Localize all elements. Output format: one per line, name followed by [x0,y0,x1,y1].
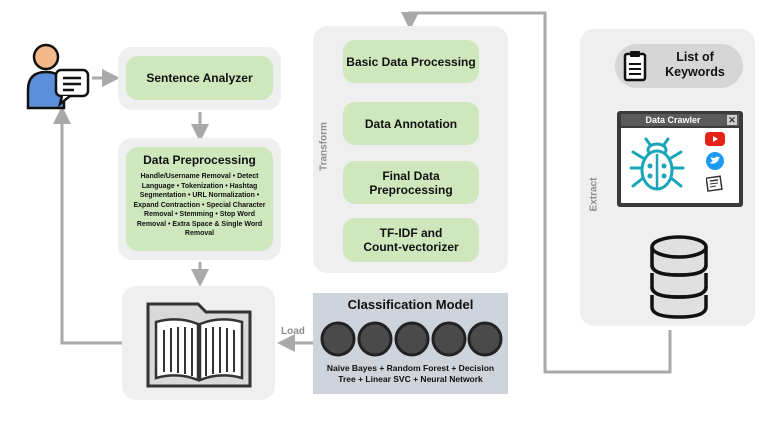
news-icon [705,174,724,197]
extract-panel: Extract List of Keywords Data Crawler ✕ [580,29,755,326]
close-icon: ✕ [727,115,737,125]
transform-step-4: TF-IDF and Count-vectorizer [343,218,479,262]
sentence-analyzer-label: Sentence Analyzer [146,71,253,85]
keywords-box: List of Keywords [615,44,743,88]
transform-step-1: Basic Data Processing [343,40,479,83]
data-crawler-titlebar: Data Crawler ✕ [621,114,739,126]
transform-step-1-label: Basic Data Processing [346,54,476,69]
data-crawler-content [621,128,739,203]
transform-step-2-label: Data Annotation [364,116,458,131]
load-label: Load [281,326,305,337]
classification-models: Naive Bayes + Random Forest + Decision T… [326,363,495,384]
data-crawler-window: Data Crawler ✕ [617,111,743,207]
data-crawler-title: Data Crawler [645,115,701,125]
classification-title: Classification Model [347,297,474,312]
transform-step-3: Final Data Preprocessing [343,161,479,204]
clipboard-icon [623,50,647,87]
youtube-icon [705,132,725,151]
data-preprocessing-title: Data Preprocessing [143,153,256,167]
data-preprocessing-box: Data Preprocessing Handle/Username Remov… [126,147,273,251]
transform-step-3-label: Final Data Preprocessing [369,168,453,197]
user-chat-icon [22,40,94,112]
keywords-label: List of Keywords [665,50,725,79]
transform-panel: Transform Basic Data Processing Data Ann… [313,26,508,273]
sentence-analyzer-panel: Sentence Analyzer [118,47,281,110]
data-preprocessing-panel: Data Preprocessing Handle/Username Remov… [118,138,281,260]
bug-icon [629,136,685,199]
data-preprocessing-details: Handle/Username Removal • Detect Languag… [133,173,266,237]
transform-step-4-label: TF-IDF and Count-vectorizer [363,226,459,254]
neural-nodes [319,319,503,364]
output-panel [122,286,275,400]
database-icon [648,233,710,326]
transform-label: Transform [318,122,330,171]
book-folder-icon [138,296,260,397]
twitter-icon [706,152,724,175]
classification-panel: Classification Model Naive Bayes + Rando… [313,293,508,394]
transform-step-2: Data Annotation [343,102,479,145]
extract-label: Extract [588,177,600,212]
sentence-analyzer-box: Sentence Analyzer [126,56,273,100]
